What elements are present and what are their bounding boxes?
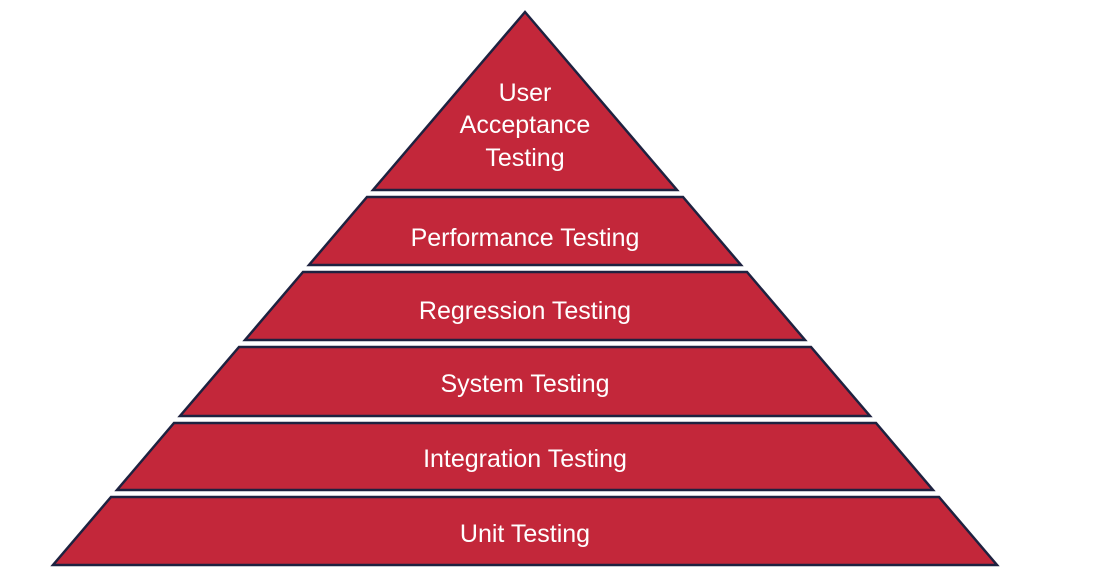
level-label-user-acceptance-testing-line3: Testing — [485, 144, 564, 172]
level-label-regression-testing: Regression Testing — [419, 297, 631, 325]
level-label-unit-testing: Unit Testing — [460, 520, 590, 548]
pyramid-level-unit-testing — [50, 495, 1000, 567]
level-label-performance-testing: Performance Testing — [411, 224, 640, 252]
pyramid-level-regression-testing — [242, 270, 808, 342]
pyramid-level-user-acceptance-testing — [370, 10, 680, 192]
pyramid-level-integration-testing — [114, 421, 936, 492]
level-label-user-acceptance-testing-line2: Acceptance — [460, 111, 591, 139]
level-label-user-acceptance-testing-line1: User — [499, 79, 552, 107]
pyramid-level-performance-testing — [306, 195, 744, 267]
level-label-integration-testing: Integration Testing — [423, 445, 627, 473]
pyramid-level-system-testing — [177, 345, 873, 418]
level-label-system-testing: System Testing — [440, 370, 609, 398]
